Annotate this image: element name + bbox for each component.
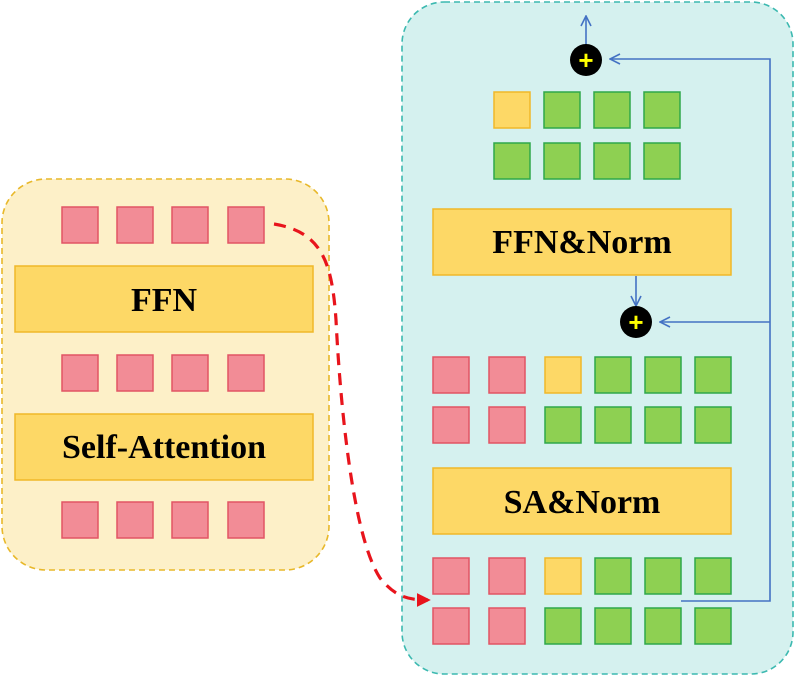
ffn-norm-block: FFN&Norm (432, 208, 732, 276)
ffn-label: FFN (131, 282, 198, 319)
token-green (593, 91, 631, 129)
token-green (644, 406, 682, 444)
add-node-middle: + (620, 306, 652, 338)
token-green (694, 406, 732, 444)
plus-circle-icon (570, 44, 602, 76)
token-green (543, 91, 581, 129)
token-red (432, 607, 470, 645)
token-green (694, 607, 732, 645)
ffn-norm-label: FFN&Norm (492, 224, 671, 261)
token-red (488, 557, 526, 595)
token-red (61, 501, 99, 539)
token-green (594, 557, 632, 595)
token-red (432, 406, 470, 444)
token-green (493, 142, 531, 180)
residual-line-outer (610, 59, 771, 602)
token-red (61, 206, 99, 244)
token-green (544, 406, 582, 444)
dashed-transfer-arrow (273, 222, 431, 607)
plus-sign: + (628, 307, 643, 337)
token-green (543, 142, 581, 180)
token-green (694, 557, 732, 595)
token-red (227, 501, 265, 539)
token-red (116, 206, 154, 244)
right-input-grid (432, 557, 732, 645)
token-red (171, 206, 209, 244)
token-red (488, 406, 526, 444)
left-panel (1, 178, 330, 571)
left-input-token-row (61, 501, 265, 539)
token-red (227, 354, 265, 392)
token-green (594, 356, 632, 394)
token-yellow (544, 356, 582, 394)
right-middle-grid (432, 356, 732, 444)
token-green (644, 607, 682, 645)
plus-sign: + (578, 45, 593, 75)
token-green (593, 142, 631, 180)
token-red (171, 501, 209, 539)
token-red (488, 356, 526, 394)
token-green (644, 356, 682, 394)
token-red (171, 354, 209, 392)
token-red (227, 206, 265, 244)
left-output-token-row (61, 206, 265, 244)
token-red (488, 607, 526, 645)
token-red (116, 354, 154, 392)
token-green (643, 142, 681, 180)
residual-connections (586, 16, 771, 602)
token-yellow (544, 557, 582, 595)
plus-circle-icon (620, 306, 652, 338)
self-attention-block: Self-Attention (14, 413, 314, 481)
token-red (432, 557, 470, 595)
token-red (61, 354, 99, 392)
sa-norm-block: SA&Norm (432, 467, 732, 535)
token-green (694, 356, 732, 394)
ffn-block: FFN (14, 265, 314, 333)
token-green (594, 406, 632, 444)
token-red (116, 501, 154, 539)
token-green (594, 607, 632, 645)
sa-norm-label: SA&Norm (504, 484, 661, 521)
self-attention-label: Self-Attention (62, 429, 266, 466)
token-yellow (493, 91, 531, 129)
token-green (643, 91, 681, 129)
token-red (432, 356, 470, 394)
token-green (644, 557, 682, 595)
right-output-grid (493, 91, 681, 180)
token-green (544, 607, 582, 645)
add-node-top: + (570, 44, 602, 76)
left-middle-token-row (61, 354, 265, 392)
